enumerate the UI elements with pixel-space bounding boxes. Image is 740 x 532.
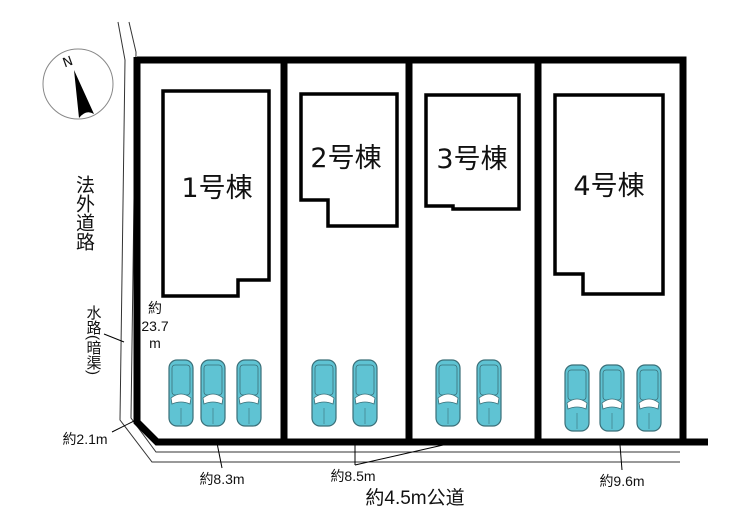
waterway-label: 水路(暗渠) bbox=[85, 305, 102, 375]
building-1-outline bbox=[161, 89, 271, 298]
building-4-outline bbox=[553, 93, 665, 296]
car-icon bbox=[435, 359, 461, 427]
car-icon bbox=[564, 364, 590, 432]
north-label: N bbox=[61, 54, 75, 71]
side-road-label: 法外道路 bbox=[73, 175, 95, 251]
depth-unit: m bbox=[149, 335, 161, 351]
frontage-4-dimension: 約9.6m bbox=[599, 473, 644, 489]
car-icon bbox=[311, 359, 337, 427]
building-1-label: 1号棟 bbox=[181, 173, 252, 204]
car-icon bbox=[599, 364, 625, 432]
frontage-1-dimension: 約8.3m bbox=[199, 471, 244, 487]
building-3-outline bbox=[424, 93, 521, 211]
building-3-label: 3号棟 bbox=[436, 144, 507, 175]
parking-cars bbox=[168, 359, 662, 432]
car-icon bbox=[200, 359, 226, 427]
car-icon bbox=[236, 359, 262, 427]
side-road-lines bbox=[117, 21, 680, 463]
car-icon bbox=[476, 359, 502, 427]
dimension-leaders bbox=[111, 419, 623, 471]
depth-value: 23.7 bbox=[141, 318, 168, 334]
building-4-label: 4号棟 bbox=[573, 171, 644, 202]
depth-prefix: 約 bbox=[148, 300, 162, 316]
lot-boundary bbox=[133, 56, 708, 446]
car-icon bbox=[168, 359, 194, 427]
north-compass: N bbox=[42, 48, 114, 120]
car-icon bbox=[636, 364, 662, 432]
frontage-2-3-dimension: 約8.5m bbox=[330, 468, 375, 484]
corner-dimension: 約2.1m bbox=[62, 431, 107, 447]
building-2-label: 2号棟 bbox=[310, 143, 381, 174]
public-road-label: 約4.5m公道 bbox=[365, 487, 464, 509]
car-icon bbox=[352, 359, 378, 427]
building-2-outline bbox=[299, 92, 399, 228]
